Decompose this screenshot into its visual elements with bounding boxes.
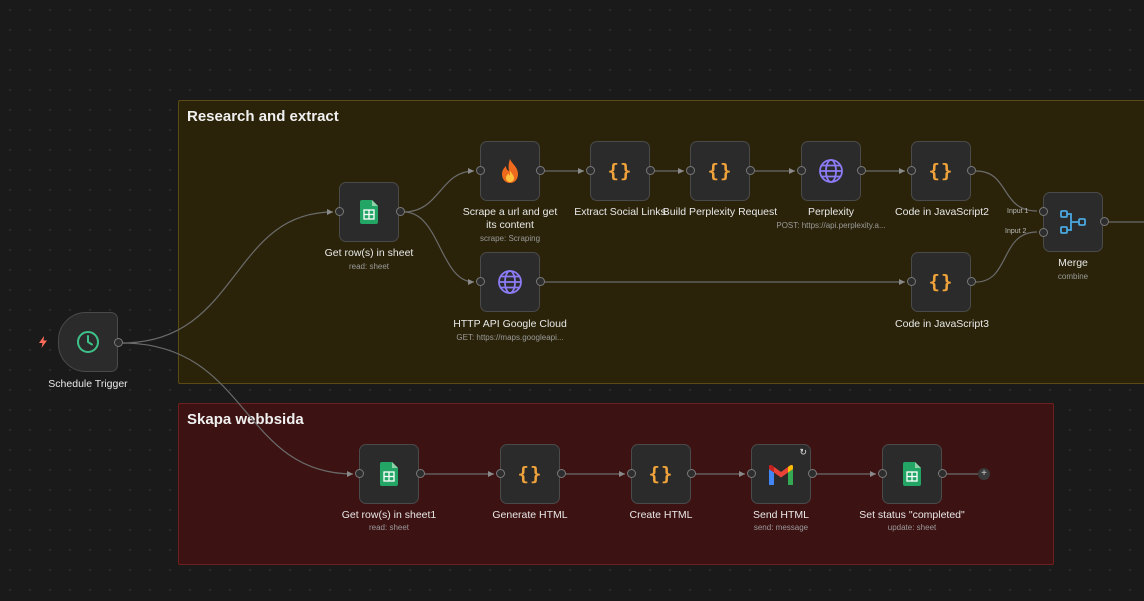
output-port[interactable] [687, 469, 696, 478]
node-subtitle: read: sheet [368, 523, 410, 532]
input-port-1[interactable] [1039, 207, 1048, 216]
globe-icon [498, 270, 522, 294]
output-port[interactable] [746, 166, 755, 175]
output-port[interactable] [967, 277, 976, 286]
node-code-in-javascript2[interactable]: {} [911, 141, 971, 201]
code-icon: {} [928, 271, 954, 293]
group-title: Skapa webbsida [187, 411, 304, 428]
code-icon: {} [707, 160, 733, 182]
node-scrape-url[interactable] [480, 141, 540, 201]
node-subtitle: update: sheet [887, 523, 937, 532]
node-label: Merge [1058, 257, 1088, 269]
node-send-html[interactable]: ↻ [751, 444, 811, 504]
output-port[interactable] [416, 469, 425, 478]
input-port[interactable] [907, 166, 916, 175]
code-icon: {} [928, 160, 954, 182]
input-port[interactable] [627, 469, 636, 478]
code-icon: {} [607, 160, 633, 182]
trigger-bolt-icon [38, 336, 48, 351]
clock-icon [77, 331, 99, 353]
input-port[interactable] [686, 166, 695, 175]
output-port[interactable] [557, 469, 566, 478]
refresh-icon: ↻ [799, 447, 807, 457]
merge-icon [1060, 210, 1086, 234]
add-node-button[interactable]: + [978, 468, 990, 480]
node-label: Create HTML [629, 509, 693, 521]
node-get-rows-in-sheet1[interactable] [359, 444, 419, 504]
gmail-icon [769, 464, 793, 485]
node-label: Get row(s) in sheet [324, 247, 414, 259]
node-label: Get row(s) in sheet1 [341, 509, 437, 521]
node-set-status-completed[interactable] [882, 444, 942, 504]
google-sheets-icon [380, 462, 398, 486]
input-port[interactable] [496, 469, 505, 478]
node-code-in-javascript3[interactable]: {} [911, 252, 971, 312]
input-port[interactable] [878, 469, 887, 478]
output-port[interactable] [646, 166, 655, 175]
output-port[interactable] [536, 277, 545, 286]
globe-icon [819, 159, 843, 183]
merge-input-2-label: Input 2 [1005, 228, 1027, 235]
input-port-2[interactable] [1039, 228, 1048, 237]
output-port[interactable] [938, 469, 947, 478]
merge-input-1-label: Input 1 [1007, 208, 1029, 215]
google-sheets-icon [360, 200, 378, 224]
output-port[interactable] [396, 207, 405, 216]
node-subtitle: combine [1057, 272, 1089, 281]
input-port[interactable] [907, 277, 916, 286]
input-port[interactable] [797, 166, 806, 175]
input-port[interactable] [586, 166, 595, 175]
node-subtitle: GET: https://maps.googleapi... [456, 333, 564, 342]
output-port[interactable] [114, 338, 123, 347]
output-port[interactable] [967, 166, 976, 175]
group-title: Research and extract [187, 108, 339, 125]
node-label: Code in JavaScript3 [895, 318, 989, 330]
node-schedule-trigger[interactable] [58, 312, 118, 372]
node-get-rows-in-sheet[interactable] [339, 182, 399, 242]
node-label: Set status "completed" [859, 509, 965, 521]
node-label: Code in JavaScript2 [895, 206, 989, 218]
node-extract-social-links[interactable]: {} [590, 141, 650, 201]
output-port[interactable] [536, 166, 545, 175]
output-port[interactable] [808, 469, 817, 478]
node-label: Extract Social Links [574, 206, 666, 218]
output-port[interactable] [1100, 217, 1109, 226]
node-label: Send HTML [752, 509, 810, 521]
google-sheets-icon [903, 462, 921, 486]
node-build-perplexity-request[interactable]: {} [690, 141, 750, 201]
input-port[interactable] [476, 277, 485, 286]
code-icon: {} [517, 463, 543, 485]
fire-icon [502, 159, 518, 183]
node-subtitle: read: sheet [348, 262, 390, 271]
node-subtitle: POST: https://api.perplexity.a... [776, 221, 886, 230]
node-label: HTTP API Google Cloud [453, 318, 567, 330]
input-port[interactable] [335, 207, 344, 216]
group-research-and-extract[interactable]: Research and extract [178, 100, 1144, 384]
node-http-api-google-cloud[interactable] [480, 252, 540, 312]
input-port[interactable] [747, 469, 756, 478]
input-port[interactable] [355, 469, 364, 478]
node-perplexity[interactable] [801, 141, 861, 201]
node-label: Scrape a url and get its content [462, 206, 558, 231]
node-label: Build Perplexity Request [662, 206, 778, 218]
node-label: Generate HTML [492, 509, 568, 521]
code-icon: {} [648, 463, 674, 485]
input-port[interactable] [476, 166, 485, 175]
output-port[interactable] [857, 166, 866, 175]
node-generate-html[interactable]: {} [500, 444, 560, 504]
node-subtitle: send: message [753, 523, 809, 532]
node-subtitle: scrape: Scraping [479, 234, 541, 243]
node-merge[interactable] [1043, 192, 1103, 252]
node-label: Schedule Trigger [48, 378, 128, 390]
node-label: Perplexity [807, 206, 855, 218]
node-create-html[interactable]: {} [631, 444, 691, 504]
